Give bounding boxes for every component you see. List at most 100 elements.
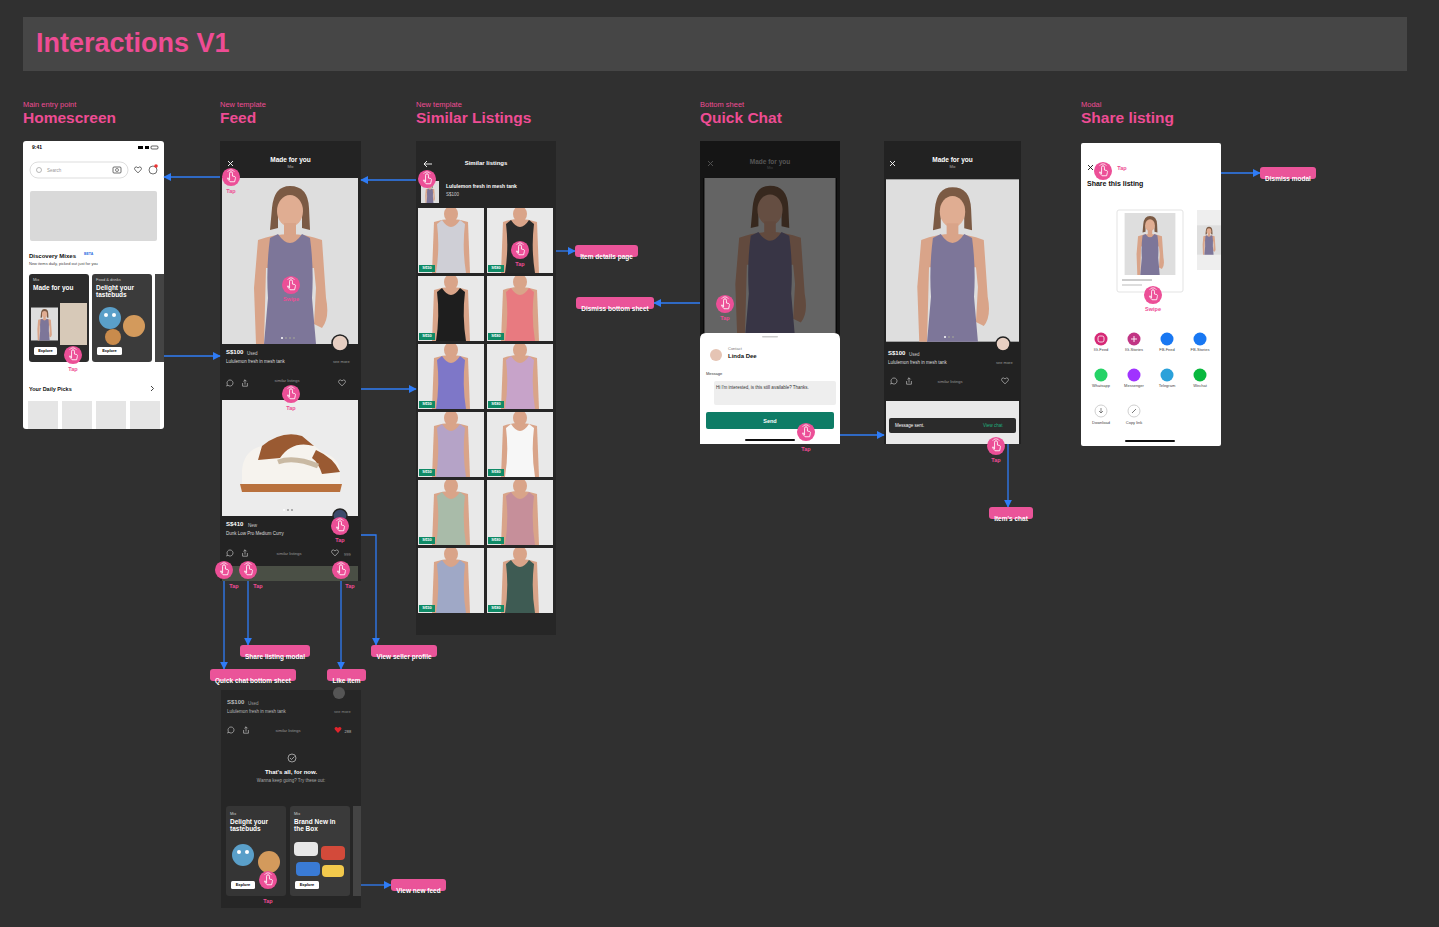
similar-listings-mockup	[419, 537, 435, 544]
similar-listings-mockup	[487, 342, 553, 409]
similar-listings-mockup	[488, 401, 504, 408]
gesture-label: Tap	[1117, 165, 1126, 171]
message-sent-mockup	[952, 336, 954, 338]
screen-heading: Similar Listings	[416, 109, 531, 127]
share-modal-mockup	[1095, 333, 1108, 346]
feed-mockup	[332, 335, 348, 351]
gesture-label: Tap	[263, 898, 272, 904]
flow-arrow	[361, 535, 376, 645]
screen-text: Explore	[300, 883, 315, 888]
feed-mockup	[287, 509, 289, 511]
feed-end-mockup	[232, 844, 254, 866]
feed-end-mockup	[322, 865, 344, 877]
share-modal-mockup	[1194, 369, 1207, 382]
similar-listings-mockup	[487, 478, 553, 545]
feed-end-mockup	[245, 850, 249, 854]
screen-heading: Quick Chat	[700, 109, 782, 127]
similar-listings-mockup	[418, 478, 484, 545]
feed-mockup	[285, 337, 287, 339]
gesture-label: Tap	[68, 366, 77, 372]
share-modal-mockup	[1122, 279, 1152, 281]
screen-text: Lululemon fresh in mesh tank	[226, 359, 285, 364]
feed-end-mockup	[290, 757, 295, 760]
action-label: View new feed	[396, 885, 440, 897]
flow-arrow	[361, 884, 391, 885]
screen-text: Your Daily Picks	[29, 386, 72, 392]
similar-listings-mockup	[487, 274, 553, 341]
screen-heading: Homescreen	[23, 109, 116, 127]
similar-listings-mockup	[416, 141, 556, 635]
screen-text: Made for you	[33, 284, 85, 291]
homescreen-mockup	[138, 146, 143, 149]
feed-mockup	[331, 550, 338, 556]
screen-text: see more	[334, 710, 351, 715]
feed-end-mockup	[353, 806, 361, 896]
diagram-title: Interactions V1	[36, 28, 230, 59]
screen-text: Lululemon fresh in mesh tank	[227, 709, 286, 714]
flow-arrow	[1007, 444, 1008, 507]
flow-arrow	[164, 355, 220, 356]
feed-mockup	[283, 509, 285, 511]
homescreen-mockup	[23, 141, 164, 429]
similar-listings-mockup	[488, 537, 504, 544]
action-label: Item's chat	[994, 513, 1028, 525]
screen-text: Made for you	[270, 156, 310, 163]
screen-text: S$80	[491, 334, 500, 339]
share-modal-mockup	[1132, 409, 1136, 413]
feed-end-mockup	[321, 846, 345, 860]
screen-text: S$80	[491, 538, 500, 543]
screen-kicker: New template	[416, 101, 462, 110]
gesture-label: Tap	[991, 457, 1000, 463]
gesture-icons	[222, 168, 240, 186]
feed-end-mockup	[221, 690, 361, 908]
screen-text: similar listings	[938, 380, 963, 385]
message-sent-mockup	[944, 336, 946, 338]
homescreen-mockup	[151, 386, 154, 391]
action-pill: Item details page	[575, 245, 638, 257]
screen-text: S$50	[422, 538, 431, 543]
screen-text: Mix	[230, 812, 236, 817]
gesture-icons	[215, 561, 233, 579]
similar-listings-mockup	[419, 605, 435, 612]
feed-end-mockup	[333, 687, 345, 699]
gesture-icons	[282, 276, 300, 294]
homescreen-mockup	[130, 401, 160, 429]
title-bar	[23, 17, 1407, 71]
screen-text: Message sent.	[895, 423, 924, 428]
message-sent-mockup	[907, 378, 912, 384]
screen-mockup: That's all, for now.Wanna keep going? Tr…	[221, 690, 361, 908]
screen-text: similar listings	[277, 552, 302, 557]
screen-text: Mix	[767, 166, 773, 171]
feed-end-mockup	[290, 806, 350, 896]
similar-listings-mockup	[487, 410, 553, 477]
screen-text: S$50	[422, 606, 431, 611]
homescreen-mockup	[23, 141, 164, 429]
quick-chat-mockup	[700, 333, 840, 444]
screen-text: Wechat	[1193, 384, 1207, 389]
screen-text: Used	[248, 701, 259, 706]
action-pill: View new feed	[391, 879, 446, 891]
quick-chat-mockup	[706, 412, 834, 429]
homescreen-mockup	[105, 329, 121, 345]
homescreen-mockup	[30, 162, 128, 178]
action-pill: Quick chat bottom sheet	[210, 669, 296, 681]
share-modal-mockup	[1128, 405, 1140, 417]
feed-end-mockup	[296, 862, 320, 876]
screen-text: FB-Feed	[1159, 348, 1175, 353]
screen-text: Contact	[728, 347, 742, 352]
action-pill: Like item	[327, 669, 366, 681]
screen-text: That's all, for now.	[221, 769, 361, 776]
gesture-icons	[239, 561, 257, 579]
similar-listings-mockup	[418, 546, 484, 613]
screen-text: Hi I'm interested, is this still availab…	[716, 385, 828, 390]
screen-text: S$50	[422, 266, 431, 271]
feed-mockup	[291, 509, 293, 511]
gesture-label: Swipe	[283, 296, 299, 302]
share-modal-mockup	[1197, 210, 1221, 270]
flow-arrow	[840, 434, 884, 435]
screen-text: Delight your tastebuds	[230, 818, 280, 833]
feed-end-mockup	[231, 881, 255, 889]
screen-text: Explore	[236, 883, 251, 888]
